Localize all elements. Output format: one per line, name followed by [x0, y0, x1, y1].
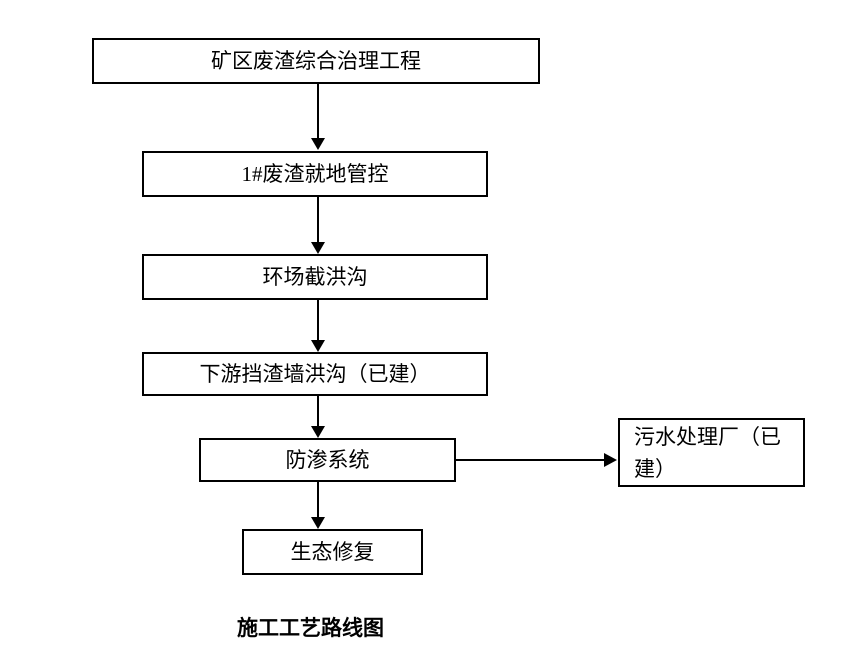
diagram-caption: 施工工艺路线图	[237, 616, 384, 640]
node-anti-seepage-system-label: 防渗系统	[285, 448, 370, 472]
node-mine-waste-treatment-project: 矿区废渣综合治理工程	[92, 38, 540, 84]
arrow-control-to-ditch-line	[317, 197, 319, 242]
node-waste-onsite-control-label: 1#废渣就地管控	[241, 162, 389, 186]
arrow-seepage-to-eco-line	[317, 482, 319, 517]
node-mine-waste-treatment-project-label: 矿区废渣综合治理工程	[211, 49, 421, 73]
arrow-control-to-ditch-head-icon	[311, 242, 325, 254]
arrow-seepage-to-sewage-head-icon	[604, 453, 617, 467]
arrow-project-to-control-head-icon	[311, 138, 325, 150]
arrow-wall-to-seepage-line	[317, 396, 319, 426]
node-anti-seepage-system: 防渗系统	[199, 438, 456, 482]
arrow-project-to-control-line	[317, 84, 319, 138]
node-sewage-treatment-plant-label: 污水处理厂（已建）	[634, 424, 781, 481]
node-downstream-retaining-wall-ditch-label: 下游挡渣墙洪沟（已建）	[199, 362, 431, 386]
node-downstream-retaining-wall-ditch: 下游挡渣墙洪沟（已建）	[142, 352, 488, 396]
node-waste-onsite-control: 1#废渣就地管控	[142, 151, 488, 197]
arrow-ditch-to-wall-line	[317, 300, 319, 340]
arrow-ditch-to-wall-head-icon	[311, 340, 325, 352]
node-perimeter-flood-ditch: 环场截洪沟	[142, 254, 488, 300]
node-ecological-restoration: 生态修复	[242, 529, 423, 575]
arrow-wall-to-seepage-head-icon	[311, 426, 325, 438]
node-sewage-treatment-plant: 污水处理厂（已建）	[618, 418, 805, 487]
arrow-seepage-to-sewage-line	[456, 459, 604, 461]
arrow-seepage-to-eco-head-icon	[311, 517, 325, 529]
node-ecological-restoration-label: 生态修复	[290, 540, 375, 564]
node-perimeter-flood-ditch-label: 环场截洪沟	[262, 265, 368, 289]
